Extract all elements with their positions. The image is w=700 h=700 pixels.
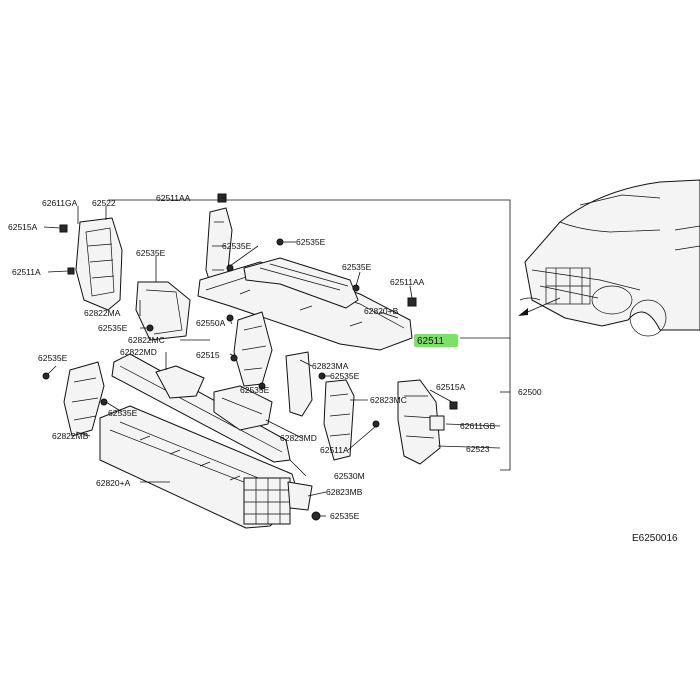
label-l31: 62823MD [280,433,317,443]
label-l20: 62535E [330,371,360,381]
label-l12: 62535E [98,323,128,333]
label-l7: 62535E [222,241,252,251]
label-l11: 62822MA [84,308,121,318]
clip-icon [59,224,68,233]
label-l4: 62511A [12,267,41,277]
label-l30: 62523 [466,444,490,454]
leader-lines [43,197,501,517]
bolt-icon [226,264,234,272]
label-l34: 62823MB [326,487,363,497]
pointer-arrow-icon [518,308,528,316]
bolt-icon [226,314,234,322]
bolt-icon [42,372,50,380]
clip-icon [407,297,417,307]
label-l33: 62820+A [96,478,131,488]
bolt-icon [372,420,380,428]
lower-grille-panel [243,477,291,525]
label-l23: 62515A [436,382,466,392]
label-l32: 62530M [334,471,365,481]
bolt-icon [100,398,108,406]
label-l14: 62820+B [364,306,399,316]
clip-icon [67,267,75,275]
clip-icon [449,401,458,410]
label-l24: 62500 [518,387,542,397]
label-l35: 62535E [330,511,360,521]
label-l27: 62611GB [460,421,496,431]
label-l21: 62535E [240,385,270,395]
label-l16: 62511 [417,336,445,347]
plate-62611gb [429,415,445,431]
label-l1: 62611GA [42,198,78,208]
label-l22: 62535E [38,353,68,363]
label-l25: 62823MC [370,395,407,405]
bolt-icon [311,511,321,521]
label-l17: 62822MD [120,347,157,357]
diagram-code: E6250016 [632,533,678,544]
label-l15: 62822MC [128,335,165,345]
label-l26: 62535E [108,408,138,418]
label-l29: 62511A [320,445,349,455]
label-l6: 62535E [136,248,166,258]
label-l2: 62522 [92,198,116,208]
label-l13: 62550A [196,318,226,328]
part-labels: 62611GA 62522 62515A 62511A 62511AA 6253… [8,193,542,521]
label-l19: 62823MA [312,361,349,371]
label-l9: 62535E [342,262,372,272]
bolt-icon [276,238,284,246]
label-l10: 62511AA [390,277,425,287]
label-l18: 62515 [196,350,220,360]
label-l3: 62515A [8,222,38,232]
label-l28: 62822MB [52,431,89,441]
highlight-62511 [414,334,458,347]
label-l5: 62511AA [156,193,191,203]
bolt-icon [230,354,238,362]
label-l8: 62535E [296,237,326,247]
car-silhouette [519,179,700,337]
fastener-group [42,193,458,521]
